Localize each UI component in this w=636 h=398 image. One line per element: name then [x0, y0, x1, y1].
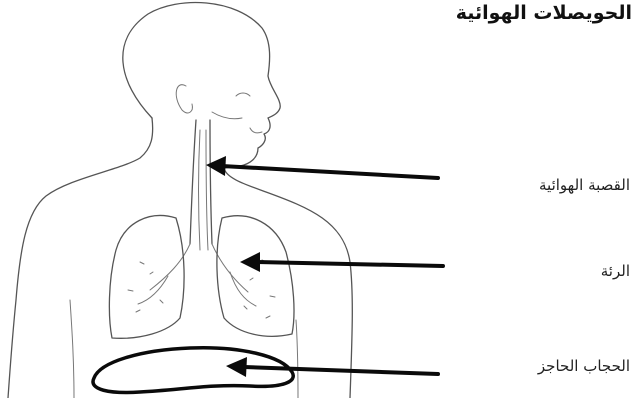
trachea-drawing	[138, 120, 256, 306]
head-outline	[123, 2, 280, 168]
diaphragm-shape	[93, 348, 293, 393]
lung-label: الرئة	[601, 262, 630, 280]
diaphragm-label: الحجاب الحاجز	[538, 357, 630, 375]
diagram-title: الحويصلات الهوائية	[456, 2, 632, 24]
trachea-label: القصبة الهوائية	[539, 176, 630, 194]
lung-arrow	[240, 252, 443, 272]
trachea-arrow	[206, 156, 438, 178]
lungs-drawing	[109, 216, 294, 339]
